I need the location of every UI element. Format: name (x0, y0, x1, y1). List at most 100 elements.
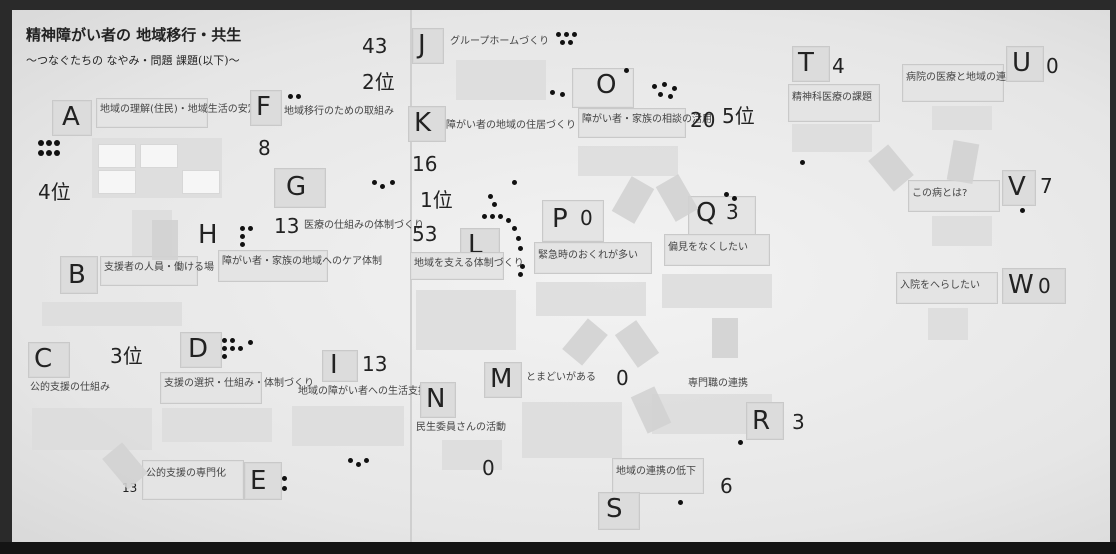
vote-dot (38, 140, 44, 146)
vote-dot (238, 346, 243, 351)
vote-dot (560, 92, 565, 97)
group-t-letter: T (798, 50, 814, 76)
group-k-note: 障がい者の地域の住居づくり (446, 120, 576, 132)
group-v-note: この病とは? (912, 188, 967, 200)
vote-dot (1020, 208, 1025, 213)
group-n-letter: N (426, 386, 445, 412)
vote-dot (380, 184, 385, 189)
vote-dot (724, 192, 729, 197)
group-r-letter: R (752, 408, 770, 434)
vote-dot (390, 180, 395, 185)
vote-dot (556, 32, 561, 37)
vote-dot (518, 272, 523, 277)
vote-dot (550, 90, 555, 95)
group-h-letter: H (198, 222, 218, 248)
vote-dot (560, 40, 565, 45)
tape (947, 140, 980, 184)
vote-dot (248, 226, 253, 231)
group-e-note: 公的支援の専門化 (146, 468, 226, 480)
group-o-cards (578, 146, 678, 176)
whiteboard: 精神障がい者の 地域移行・共生 〜つなぐたちの なやみ・問題 課題(以下)〜 A… (12, 10, 1110, 542)
card (182, 170, 220, 194)
group-m-rank: 0 (616, 368, 629, 388)
group-a-rank: 4位 (38, 182, 71, 202)
group-f-letter: F (256, 94, 271, 120)
group-b-letter: B (68, 262, 86, 288)
vote-dot (624, 68, 629, 73)
vote-dot (54, 140, 60, 146)
group-d-note: 支援の選択・仕組み・体制づくり (164, 378, 314, 390)
vote-dot (372, 180, 377, 185)
tape (868, 144, 914, 191)
vote-dot (518, 246, 523, 251)
vote-dot (46, 140, 52, 146)
group-g-rank: 13 (274, 216, 299, 236)
vote-dot (222, 354, 227, 359)
vote-dot (282, 476, 287, 481)
card (98, 144, 136, 168)
group-e-letter: E (250, 468, 266, 494)
vote-dot (490, 214, 495, 219)
vote-dot (222, 338, 227, 343)
vote-dot (240, 234, 245, 239)
board-bottom-frame (0, 542, 1116, 554)
group-q-note: 偏見をなくしたい (668, 242, 748, 254)
group-w-cards (928, 308, 968, 340)
group-i-rank: 13 (362, 354, 387, 374)
group-o-letter: O (596, 72, 616, 98)
vote-dot (240, 242, 245, 247)
vote-dot (230, 346, 235, 351)
group-q-letter: Q (696, 200, 716, 226)
group-u-cards (932, 106, 992, 130)
group-r-rank: 3 (792, 412, 805, 432)
group-c-letter: C (34, 346, 52, 372)
group-e-title-card (142, 460, 244, 500)
group-b-note: 支援者の人員・働ける場 (104, 262, 214, 274)
group-j-rank: 43 (362, 36, 387, 56)
group-w-letter: W (1008, 272, 1034, 298)
group-r-note: 専門職の連携 (688, 378, 748, 390)
group-t-rank: 4 (832, 56, 845, 76)
vote-dot (738, 440, 743, 445)
tape (612, 176, 655, 224)
vote-dot (488, 194, 493, 199)
vote-dot (288, 94, 293, 99)
group-g-letter: G (286, 174, 306, 200)
tape (152, 220, 178, 260)
vote-dot (658, 92, 663, 97)
group-j-letter: J (418, 32, 426, 58)
group-c-rank: 3位 (110, 346, 143, 366)
vote-dot (492, 202, 497, 207)
group-s-rank: 6 (720, 476, 733, 496)
tape (615, 320, 659, 368)
group-s-note: 地域の連携の低下 (616, 466, 696, 478)
vote-dot (668, 94, 673, 99)
group-p-cards (536, 282, 646, 316)
vote-dot (54, 150, 60, 156)
card (140, 144, 178, 168)
group-m-note: とまどいがある (526, 372, 596, 384)
group-k-letter: K (414, 110, 431, 136)
group-k-place: 1位 (420, 190, 453, 210)
group-j-place: 2位 (362, 72, 395, 92)
group-a-letter: A (62, 104, 80, 130)
vote-dot (506, 218, 511, 223)
group-i-label-card (322, 350, 358, 382)
group-j-note: グループホームづくり (450, 36, 549, 48)
group-f-rank: 8 (258, 138, 271, 158)
vote-dot (296, 94, 301, 99)
group-h-note: 障がい者・家族の地域へのケア体制 (222, 256, 382, 268)
vote-dot (356, 462, 361, 467)
group-w-note: 入院をへらしたい (900, 280, 980, 292)
group-j-cards (456, 60, 546, 100)
group-f-note: 地域移行のための取組み (284, 106, 394, 118)
group-n-rank: 0 (482, 458, 495, 478)
vote-dot (348, 458, 353, 463)
vote-dot (512, 226, 517, 231)
group-d-letter: D (188, 336, 208, 362)
vote-dot (38, 150, 44, 156)
tape (712, 318, 738, 358)
group-j-label-card (412, 28, 444, 64)
vote-dot (222, 346, 227, 351)
group-l-rank: 53 (412, 224, 437, 244)
